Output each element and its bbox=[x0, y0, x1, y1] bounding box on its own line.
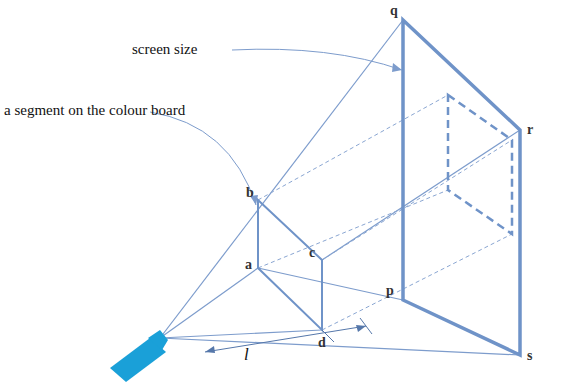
corner-letter: a bbox=[245, 258, 252, 272]
corner-letter: b bbox=[246, 186, 254, 200]
screen-frame bbox=[403, 20, 520, 355]
corner-letter: q bbox=[390, 4, 398, 18]
length-symbol: l bbox=[244, 346, 249, 363]
camera-icon bbox=[110, 330, 168, 382]
callout-text: screen size bbox=[132, 42, 197, 57]
board-segment bbox=[258, 200, 322, 330]
corner-letter: s bbox=[527, 349, 532, 363]
corner-letter: r bbox=[527, 123, 533, 137]
callout-text: a segment on the colour board bbox=[4, 103, 185, 118]
corner-letter: c bbox=[309, 246, 315, 260]
corner-letter: d bbox=[318, 336, 326, 350]
corner-letter: p bbox=[386, 284, 394, 298]
